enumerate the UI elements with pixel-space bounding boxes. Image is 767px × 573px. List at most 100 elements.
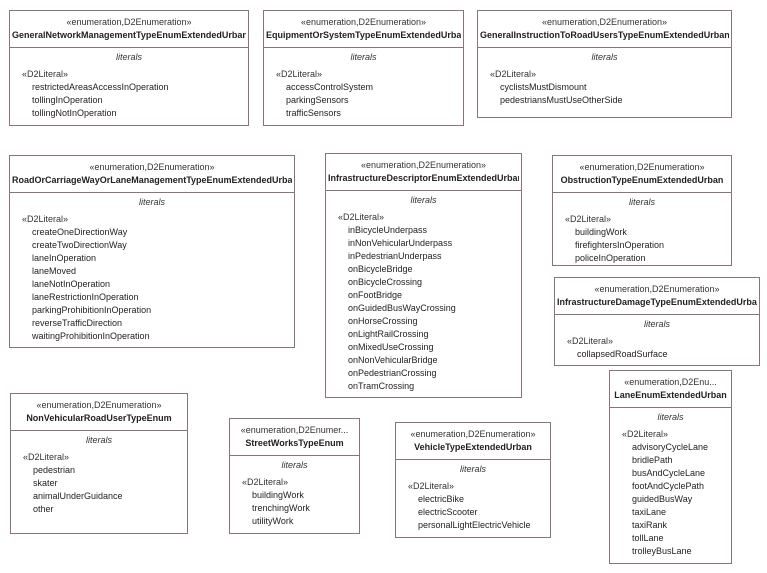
enum-literal[interactable]: onHorseCrossing [348, 316, 418, 326]
class-stereotype: «enumeration,D2Enumeration» [66, 17, 192, 27]
enum-literal[interactable]: laneMoved [32, 266, 77, 276]
enum-literal[interactable]: utilityWork [252, 516, 294, 526]
compartment-title: literals [350, 52, 377, 62]
class-box-obstruction[interactable]: «enumeration,D2Enumeration»ObstructionTy… [552, 155, 732, 266]
enum-literal[interactable]: waitingProhibitionInOperation [32, 331, 150, 341]
enum-literal[interactable]: other [33, 504, 54, 514]
class-header: «enumeration,D2Enumeration»ObstructionTy… [553, 156, 731, 193]
enum-literal[interactable]: onBicycleBridge [348, 264, 413, 274]
enum-literal[interactable]: advisoryCycleLane [632, 442, 709, 452]
literals-compartment: literals «D2Literal» electricBike electricS… [396, 460, 550, 536]
compartment-title: literals [628, 197, 655, 207]
enum-literal[interactable]: trenchingWork [252, 503, 310, 513]
class-box-infrastructure-descriptor[interactable]: «enumeration,D2Enumeration»Infrastructur… [325, 153, 522, 398]
enum-literal[interactable]: parkingSensors [286, 95, 349, 105]
enum-literal[interactable]: parkingProhibitionInOperation [32, 305, 152, 315]
literals-compartment: literals «D2Literal» accessControlSystem pa… [264, 48, 463, 124]
enum-literal[interactable]: onTramCrossing [348, 381, 415, 391]
enum-literal[interactable]: laneInOperation [32, 253, 97, 263]
enum-literal[interactable]: tollingNotInOperation [32, 108, 117, 118]
enum-literal[interactable]: firefightersInOperation [575, 240, 665, 250]
enum-literal[interactable]: onGuidedBusWayCrossing [348, 303, 456, 313]
literal-stereotype: «D2Literal» [408, 481, 455, 491]
enum-literal[interactable]: onBicycleCrossing [348, 277, 423, 287]
enum-literal[interactable]: taxiLane [632, 507, 667, 517]
enum-literal[interactable]: personalLightElectricVehicle [418, 520, 531, 530]
class-header: «enumeration,D2Enumeration»Infrastructur… [555, 278, 759, 315]
enum-literal[interactable]: policeInOperation [575, 253, 646, 263]
enum-literal[interactable]: restrictedAreasAccessInOperation [32, 82, 169, 92]
enum-literal[interactable]: electricScooter [418, 507, 478, 517]
class-name: EquipmentOrSystemTypeEnumExtendedUrban [266, 30, 461, 40]
enum-literal[interactable]: laneNotInOperation [32, 279, 111, 289]
enum-literal[interactable]: skater [33, 478, 58, 488]
class-name: LaneEnumExtendedUrban [614, 390, 727, 400]
class-stereotype: «enumeration,D2Enumeration» [300, 17, 427, 27]
class-header: «enumeration,D2Enumeration»RoadOrCarriag… [10, 156, 294, 193]
class-box-general-instruction[interactable]: «enumeration,D2Enumeration» GeneralInstru… [477, 10, 732, 118]
enum-literal[interactable]: trolleyBusLane [632, 546, 692, 556]
enum-literal[interactable]: collapsedRoadSurface [577, 349, 668, 359]
enum-literal[interactable]: pedestrian [33, 465, 76, 475]
enum-literal[interactable]: electricBike [418, 494, 465, 504]
class-header: «enumeration,D2Enumeration» GeneralNetwor… [10, 11, 248, 48]
enum-literal[interactable]: animalUnderGuidance [33, 491, 123, 501]
class-box-lane-enum[interactable]: «enumeration,D2Enu... LaneEnumExtendedUrb… [609, 370, 732, 564]
enum-literal[interactable]: inPedestrianUnderpass [348, 251, 442, 261]
class-box-street-works[interactable]: «enumeration,D2Enumer...StreetWorksTypeE… [229, 418, 360, 534]
literal-stereotype: «D2Literal» [22, 214, 69, 224]
class-box-equipment-or-system[interactable]: «enumeration,D2Enumeration» EquipmentOrSy… [263, 10, 464, 126]
compartment-title: literals [459, 464, 486, 474]
literal-stereotype: «D2Literal» [276, 69, 323, 79]
enum-literal[interactable]: buildingWork [575, 227, 627, 237]
enum-literal[interactable]: taxiRank [632, 520, 668, 530]
enum-literal[interactable]: reverseTrafficDirection [32, 318, 123, 328]
enum-literal[interactable]: tollLane [632, 533, 664, 543]
enum-literal[interactable]: pedestriansMustUseOtherSide [500, 95, 623, 105]
enum-literal[interactable]: onMixedUseCrossing [348, 342, 434, 352]
class-stereotype: «enumeration,D2Enumeration» [541, 17, 668, 27]
enum-literal[interactable]: tollingInOperation [32, 95, 103, 105]
enum-literal[interactable]: inNonVehicularUnderpass [348, 238, 453, 248]
enum-literal[interactable]: busAndCycleLane [632, 468, 706, 478]
enum-literal[interactable]: inBicycleUnderpass [348, 225, 428, 235]
class-box-road-or-carriageway[interactable]: «enumeration,D2Enumeration»RoadOrCarriag… [9, 155, 295, 348]
enum-literal[interactable]: onNonVehicularBridge [348, 355, 438, 365]
literals-compartment: literals «D2Literal» buildingWork firefight… [553, 193, 731, 269]
class-name: ObstructionTypeEnumExtendedUrban [560, 175, 724, 185]
literal-stereotype: «D2Literal» [565, 214, 612, 224]
enum-literal[interactable]: cyclistsMustDismount [500, 82, 587, 92]
enum-literal[interactable]: bridlePath [632, 455, 673, 465]
class-stereotype: «enumeration,D2Enu... [624, 377, 717, 387]
class-box-general-network[interactable]: «enumeration,D2Enumeration» GeneralNetwor… [9, 10, 249, 126]
class-stereotype: «enumeration,D2Enumeration» [89, 162, 215, 172]
literals-compartment: literals«D2Literal»restrictedAreasAccess… [10, 48, 248, 124]
class-name: GeneralNetworkManagementTypeEnumExtended… [12, 30, 246, 40]
enum-literal[interactable]: createTwoDirectionWay [32, 240, 127, 250]
enum-literal[interactable]: createOneDirectionWay [32, 227, 128, 237]
class-name: InfrastructureDamageTypeEnumExtendedUrba… [557, 297, 757, 307]
class-box-vehicle-type[interactable]: «enumeration,D2Enumeration»VehicleTypeEx… [395, 422, 551, 538]
class-name: GeneralInstructionToRoadUsersTypeEnumExt… [480, 30, 729, 40]
literals-compartment: literals«D2Literal»createOneDirectionWay… [10, 193, 294, 347]
class-box-infrastructure-damage[interactable]: «enumeration,D2Enumeration»Infrastructur… [554, 277, 760, 366]
enum-literal[interactable]: footAndCyclePath [632, 481, 705, 491]
enum-literal[interactable]: buildingWork [252, 490, 304, 500]
literal-stereotype: «D2Literal» [242, 477, 289, 487]
literal-stereotype: «D2Literal» [22, 69, 69, 79]
class-name: InfrastructureDescriptorEnumExtendedUrba… [328, 173, 519, 183]
enum-literal[interactable]: onPedestrianCrossing [348, 368, 437, 378]
class-header: «enumeration,D2Enumeration» GeneralInstru… [478, 11, 731, 48]
literals-compartment: literals«D2Literal»collapsedRoadSurface [555, 315, 759, 365]
class-header: «enumeration,D2Enu... LaneEnumExtendedUrb… [610, 371, 731, 408]
enum-literal[interactable]: accessControlSystem [286, 82, 374, 92]
enum-literal[interactable]: onFootBridge [348, 290, 403, 300]
enum-literal[interactable]: onLightRailCrossing [348, 329, 429, 339]
enum-literal[interactable]: guidedBusWay [632, 494, 693, 504]
class-box-non-vehicular-road-user[interactable]: «enumeration,D2Enumeration»NonVehicularR… [10, 393, 188, 534]
class-name: StreetWorksTypeEnum [245, 438, 344, 448]
enum-literal[interactable]: laneRestrictionInOperation [32, 292, 139, 302]
compartment-title: literals [643, 319, 670, 329]
enum-literal[interactable]: trafficSensors [286, 108, 341, 118]
class-header: «enumeration,D2Enumeration»VehicleTypeEx… [396, 423, 550, 460]
